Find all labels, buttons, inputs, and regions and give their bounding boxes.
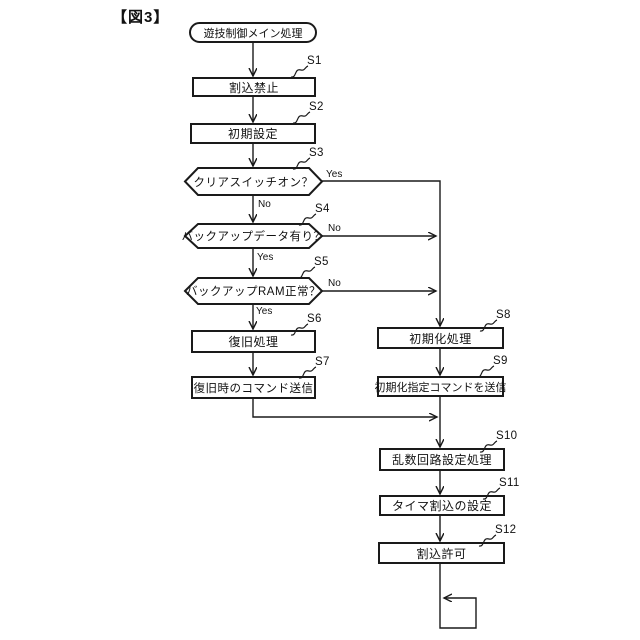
branch-s3-yes: Yes (326, 169, 343, 180)
node-s9-label: 初期化指定コマンドを送信 (374, 381, 507, 394)
step-id-s2: S2 (309, 101, 324, 113)
node-s11-shape (379, 495, 505, 516)
step-id-s7: S7 (315, 356, 330, 368)
node-s5-label: バックアップRAM正常？ (185, 286, 322, 298)
step-leader-squiggles (290, 65, 501, 547)
step-id-s11: S11 (499, 477, 520, 489)
node-s12-label: 割込許可 (416, 546, 467, 561)
node-s1-shape (192, 77, 316, 97)
step-id-s1: S1 (307, 55, 322, 67)
node-s3-shape (183, 167, 324, 196)
node-s11-label: タイマ割込の設定 (391, 499, 492, 513)
node-s7-label: 復旧時のコマンド送信 (193, 382, 314, 395)
branch-s4-yes: Yes (257, 252, 274, 263)
step-id-s6: S6 (307, 313, 322, 325)
node-s4-shape (183, 223, 324, 249)
branch-s5-no: No (328, 278, 341, 289)
node-s6-label: 復旧処理 (228, 335, 279, 349)
node-s7-shape (191, 376, 316, 399)
edge-s12-loop (439, 563, 477, 629)
step-id-s9: S9 (493, 355, 508, 367)
branch-s4-no: No (328, 223, 341, 234)
step-id-s10: S10 (496, 430, 518, 442)
node-s3-label: クリアスイッチオン？ (193, 176, 314, 189)
node-s12-shape (378, 542, 505, 564)
node-start-shape (189, 22, 317, 43)
branch-s3-no: No (258, 199, 271, 210)
node-s5-shape (183, 277, 324, 305)
node-s4-label: バックアップデータ有り？ (181, 231, 326, 243)
node-s10-shape (379, 448, 505, 471)
node-s8-label: 初期化処理 (409, 331, 472, 346)
node-s10-label: 乱数回路設定処理 (391, 453, 492, 467)
edge-s7-merge (252, 398, 437, 417)
step-id-s5: S5 (314, 256, 329, 268)
node-s9-shape (377, 376, 504, 397)
step-id-s12: S12 (495, 524, 517, 536)
branch-s5-yes: Yes (256, 306, 273, 317)
step-id-s4: S4 (315, 203, 330, 215)
node-s1-label: 割込禁止 (228, 80, 279, 95)
node-s6-shape (191, 330, 316, 353)
node-s2-label: 初期設定 (227, 127, 278, 141)
node-start-label: 遊技制御メイン処理 (203, 27, 303, 40)
step-id-s8: S8 (496, 309, 511, 321)
figure-label: 【図3】 (112, 9, 170, 26)
edge-s3-yes-s8 (322, 180, 440, 326)
step-id-s3: S3 (309, 147, 324, 159)
node-s8-shape (377, 327, 504, 349)
node-s2-shape (190, 123, 316, 144)
